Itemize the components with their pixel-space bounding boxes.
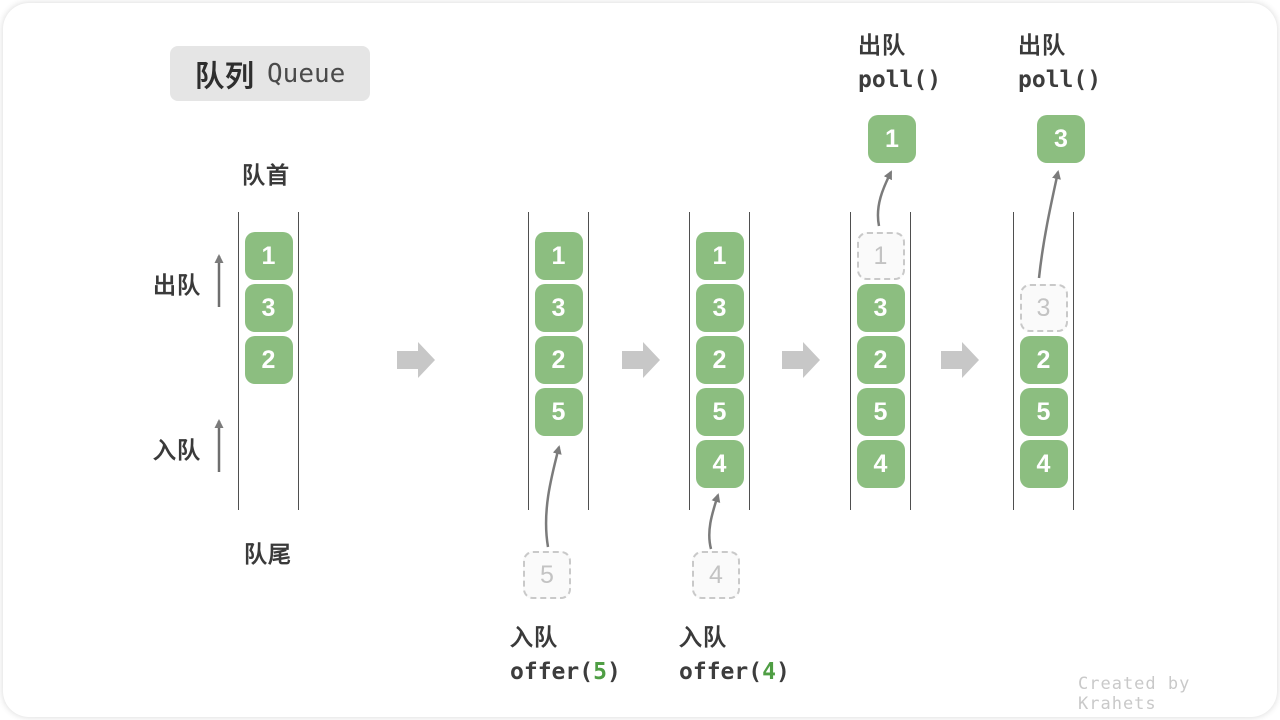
code-fn-open: offer(	[679, 659, 763, 685]
watermark: Created by Krahets	[1078, 674, 1191, 714]
poll-label-code: poll()	[1018, 67, 1102, 93]
code-arg: 4	[762, 659, 776, 685]
queue-item: 3	[856, 284, 905, 332]
queue-item: 4	[1019, 440, 1068, 488]
enqueue-label-code: offer(4)	[679, 654, 790, 690]
queue-item: 5	[534, 388, 583, 436]
poll-operation-label-2: 出队 poll()	[1018, 28, 1101, 98]
enqueue-label-zh: 入队	[510, 624, 558, 650]
enqueue-label-code: offer(5)	[510, 654, 621, 690]
queue-item: 3	[534, 284, 583, 332]
title-zh: 队列	[195, 60, 256, 93]
queue-item: 2	[695, 336, 744, 384]
poll-operation-label-1: 出队 poll()	[858, 28, 941, 98]
queue-state-5: 3 2 5 4	[1013, 212, 1074, 510]
queue-rear-label: 队尾	[244, 541, 292, 567]
queue-item: 2	[244, 336, 293, 384]
pending-enqueue-box-5: 5	[523, 551, 571, 599]
enqueue-operation-label-5: 入队 offer(5)	[510, 620, 621, 690]
pending-enqueue-box-4: 4	[692, 551, 740, 599]
queue-item: 2	[856, 336, 905, 384]
code-fn-close: )	[775, 659, 790, 685]
queue-item: 2	[1019, 336, 1068, 384]
queue-item: 1	[695, 232, 744, 280]
queue-item: 2	[534, 336, 583, 384]
poll-label-code: poll()	[858, 67, 942, 93]
queue-front-label: 队首	[242, 162, 290, 188]
poll-result-box-3: 3	[1037, 115, 1085, 163]
queue-state-3: 1 3 2 5 4	[689, 212, 750, 510]
title-badge: 队列 Queue	[170, 46, 371, 101]
enqueue-label-zh: 入队	[679, 624, 727, 650]
queue-item: 5	[856, 388, 905, 436]
code-fn-close: )	[606, 659, 621, 685]
code-arg: 5	[593, 659, 607, 685]
queue-item: 1	[534, 232, 583, 280]
queue-state-1: 1 3 2	[238, 212, 299, 510]
enqueue-side-label: 入队	[153, 437, 201, 463]
queue-item: 3	[244, 284, 293, 332]
queue-item: 1	[244, 232, 293, 280]
polled-ghost-item: 3	[1019, 284, 1068, 332]
queue-item: 3	[695, 284, 744, 332]
queue-state-4: 1 3 2 5 4	[850, 212, 911, 510]
queue-state-2: 1 3 2 5	[528, 212, 589, 510]
dequeue-side-label: 出队	[153, 272, 201, 298]
code-fn-open: offer(	[510, 659, 594, 685]
title-en: Queue	[267, 58, 346, 89]
poll-result-box-1: 1	[868, 115, 916, 163]
enqueue-operation-label-4: 入队 offer(4)	[679, 620, 790, 690]
diagram-card-background	[3, 3, 1277, 717]
queue-item: 4	[695, 440, 744, 488]
queue-item: 5	[1019, 388, 1068, 436]
poll-label-zh: 出队	[1018, 32, 1066, 58]
poll-label-zh: 出队	[858, 32, 906, 58]
queue-item: 4	[856, 440, 905, 488]
queue-item: 5	[695, 388, 744, 436]
polled-ghost-item: 1	[856, 232, 905, 280]
